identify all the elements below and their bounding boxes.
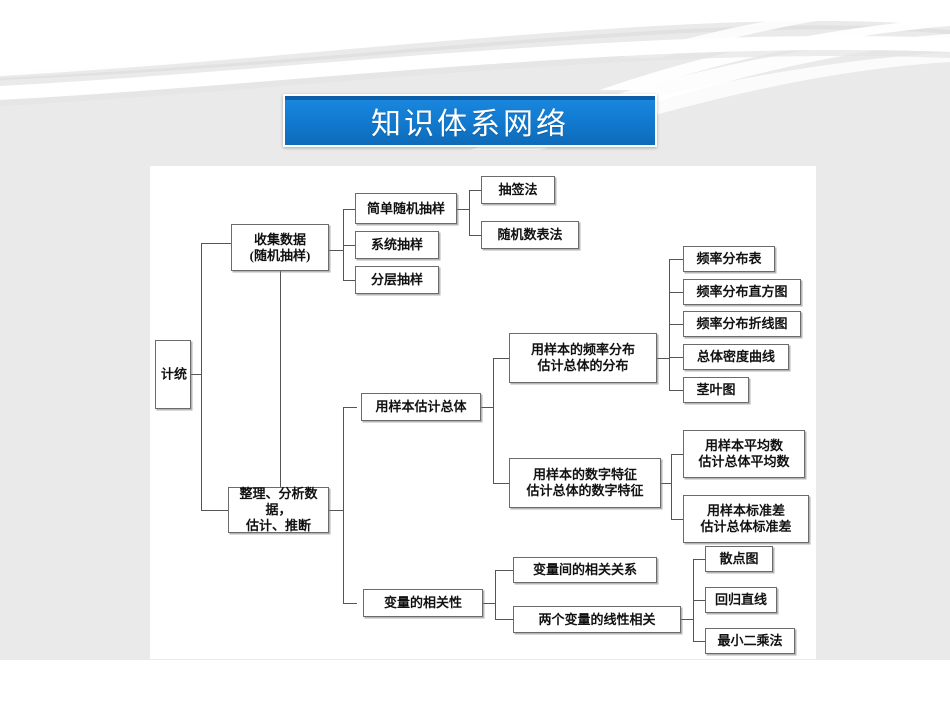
node-estimate-population[interactable]: 用样本估计总体 <box>361 393 481 421</box>
node-systematic-sampling[interactable]: 系统抽样 <box>355 231 439 259</box>
edge-correlation-varrel <box>495 570 513 571</box>
node-frequency-polygon[interactable]: 频率分布折线图 <box>683 311 801 337</box>
edge-numeric-mean <box>671 454 683 455</box>
edge-freqdist-stub <box>657 358 669 359</box>
edge-organize-stub <box>329 510 343 511</box>
edge-numeric-sd <box>671 519 683 520</box>
slide-title-banner: 知识体系网络 <box>283 94 657 147</box>
node-organize-analyze-data[interactable]: 整理、分析数据， 估计、推断 <box>228 486 329 533</box>
node-root-statistics[interactable]: 统 计 <box>155 340 191 409</box>
edge-root-spine <box>201 243 202 510</box>
edge-root-stub <box>191 374 201 375</box>
node-lottery-method[interactable]: 抽签法 <box>481 176 555 204</box>
edge-linear-scatter <box>693 559 705 560</box>
edge-freqdist-polygon <box>669 324 683 325</box>
edge-collect-systematic <box>343 245 355 246</box>
edge-organize-spine <box>343 407 344 603</box>
node-scatter-plot[interactable]: 散点图 <box>705 546 773 572</box>
node-linear-correlation-two-variables[interactable]: 两个变量的线性相关 <box>513 606 681 633</box>
node-correlation-between-variables[interactable]: 变量间的相关关系 <box>513 557 657 583</box>
edge-simple-randomtable <box>469 235 481 236</box>
page-title: 知识体系网络 <box>371 107 569 141</box>
edge-root-collect <box>201 243 231 244</box>
edge-collect-organize <box>280 271 281 487</box>
edge-freqdist-histogram <box>669 292 683 293</box>
node-variable-correlation[interactable]: 变量的相关性 <box>363 589 483 617</box>
edge-simple-spine <box>469 190 470 235</box>
node-frequency-histogram[interactable]: 频率分布直方图 <box>683 279 801 305</box>
edge-numeric-stub <box>661 483 671 484</box>
edge-collect-stratified <box>343 280 355 281</box>
edge-freqdist-table <box>669 259 683 260</box>
edge-correlation-stub <box>483 603 495 604</box>
edge-correlation-linear <box>495 619 513 620</box>
node-numeric-characteristics[interactable]: 用样本的数字特征 估计总体的数字特征 <box>509 458 661 508</box>
node-regression-line[interactable]: 回归直线 <box>705 587 777 613</box>
node-frequency-table[interactable]: 频率分布表 <box>683 246 775 272</box>
edge-freqdist-stemleaf <box>669 390 683 391</box>
edge-correlation-spine <box>495 570 496 619</box>
edge-estimate-numeric <box>493 483 509 484</box>
edge-linear-stub <box>681 619 693 620</box>
edge-estimate-spine <box>493 358 494 483</box>
edge-root-organize <box>201 510 228 511</box>
node-stratified-sampling[interactable]: 分层抽样 <box>355 266 439 294</box>
edge-freqdist-density <box>669 357 683 358</box>
edge-numeric-spine <box>671 454 672 519</box>
edge-collect-simple <box>343 209 355 210</box>
node-population-density-curve[interactable]: 总体密度曲线 <box>683 344 789 370</box>
edge-simple-stub <box>457 209 469 210</box>
edge-organize-estimate <box>343 407 357 408</box>
edge-organize-correlation <box>343 603 357 604</box>
edge-linear-leastsq <box>693 641 705 642</box>
edge-collect-stub <box>329 250 343 251</box>
node-stem-and-leaf-plot[interactable]: 茎叶图 <box>683 377 749 403</box>
node-collect-data[interactable]: 收集数据 (随机抽样) <box>231 224 329 271</box>
edge-collect-spine <box>343 209 344 280</box>
node-sample-sd-estimate[interactable]: 用样本标准差 估计总体标准差 <box>683 495 809 543</box>
edge-estimate-freqdist <box>493 358 509 359</box>
node-simple-random-sampling[interactable]: 简单随机抽样 <box>355 193 457 224</box>
edge-linear-regression <box>693 600 705 601</box>
node-random-number-table[interactable]: 随机数表法 <box>481 221 579 249</box>
node-frequency-distribution[interactable]: 用样本的频率分布 估计总体的分布 <box>509 333 657 383</box>
node-sample-mean-estimate[interactable]: 用样本平均数 估计总体平均数 <box>683 430 805 478</box>
node-least-squares-method[interactable]: 最小二乘法 <box>705 628 795 654</box>
edge-estimate-stub <box>481 407 493 408</box>
edge-simple-lottery <box>469 190 481 191</box>
